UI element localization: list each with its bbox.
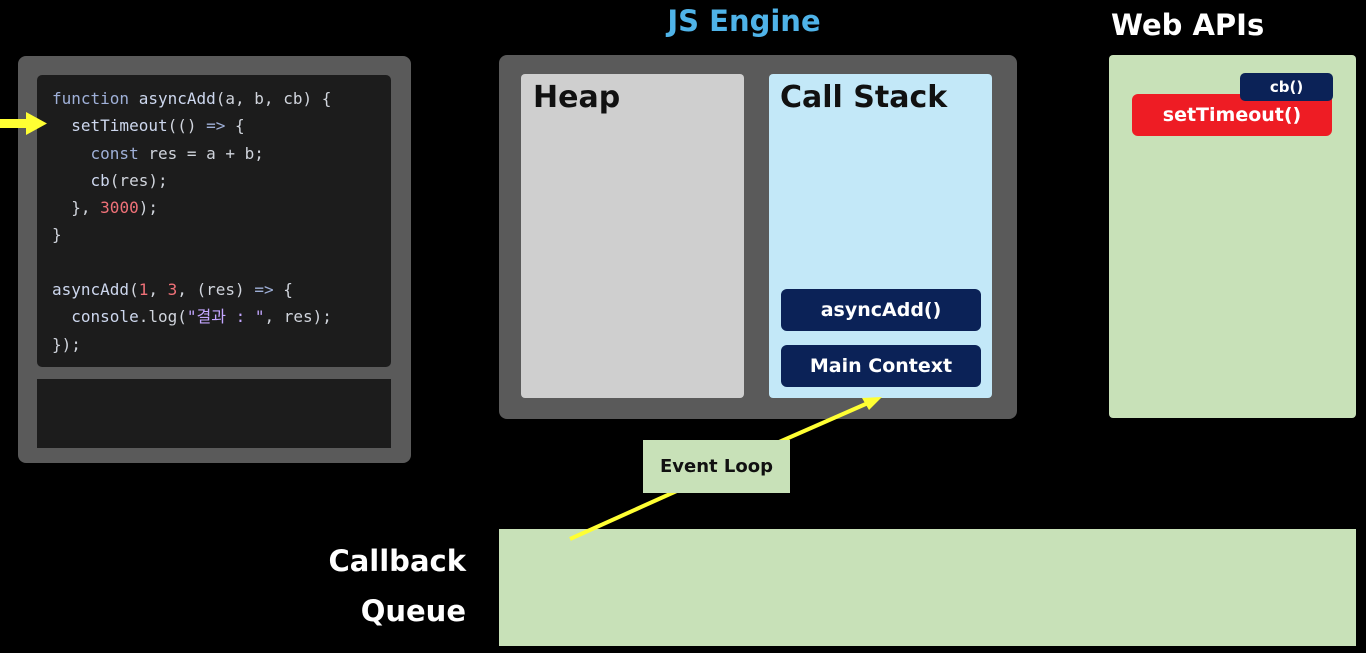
arrow-head-icon [862,397,882,410]
code-token: res = a + b; [148,143,264,163]
code-line: }); [52,331,332,358]
code-token: asyncAdd [138,89,216,108]
callback-queue-label-line2: Queue [360,594,466,628]
code-token: ); [138,198,158,218]
code-token: , res); [264,307,332,327]
code-line: }, 3000); [52,194,332,221]
code-token: console [52,307,139,327]
code-token: => [206,116,226,136]
js-engine-title: JS Engine [667,4,821,38]
code-line: cb(res); [52,167,332,194]
code-token: } [52,225,62,245]
code-token: 3 [167,280,178,300]
code-token: cb [52,170,110,190]
callback-queue-label-line1: Callback [328,544,466,578]
stack-frame-asyncadd: asyncAdd() [781,289,981,331]
code-token: 3000 [100,198,139,218]
code-token: (a, b, cb) { [215,89,332,108]
event-loop-arrow-line-upper [769,401,869,448]
code-token: (res); [109,170,168,190]
code-line: const res = a + b; [52,140,332,167]
code-line: setTimeout(() => { [52,112,332,139]
heap-label: Heap [533,80,621,115]
code-token: (() [167,116,207,136]
console-output [37,379,391,448]
code-editor [37,75,391,367]
code-token: function [52,89,139,108]
stack-frame-main-context: Main Context [781,345,981,387]
callback-queue-label: Callback Queue [300,536,466,636]
code-token: asyncAdd [52,280,130,300]
call-stack-area [769,74,992,398]
code-line: function asyncAdd(a, b, cb) { [52,85,332,112]
call-stack-label: Call Stack [780,80,948,115]
code-token: }); [52,334,81,354]
code-token: setTimeout [52,116,168,136]
web-api-callback: cb() [1240,73,1333,101]
code-line: asyncAdd(1, 3, (res) => { [52,276,332,303]
code-token: { [273,280,293,300]
code-token: 1 [138,280,149,300]
code-token: const [52,143,149,163]
code-token: { [225,116,245,136]
code-token: ( [129,280,139,300]
code-token: .log( [138,307,187,327]
code-token: "결과 : " [186,307,265,327]
code-listing: function asyncAdd(a, b, cb) { setTimeout… [52,85,332,358]
callback-queue-area [499,529,1356,646]
event-loop-box: Event Loop [643,440,790,493]
code-line: } [52,221,332,248]
event-loop-arrow-line-lower [569,483,691,541]
web-apis-title: Web APIs [1111,8,1265,42]
web-api-settimeout: setTimeout() [1132,94,1332,136]
execution-pointer-icon [0,112,47,135]
code-token: => [254,280,274,300]
heap-area [521,74,744,398]
code-token: }, [52,198,101,218]
code-token: , (res) [177,280,255,300]
code-line: console.log("결과 : ", res); [52,303,332,330]
code-token: , [148,280,168,300]
